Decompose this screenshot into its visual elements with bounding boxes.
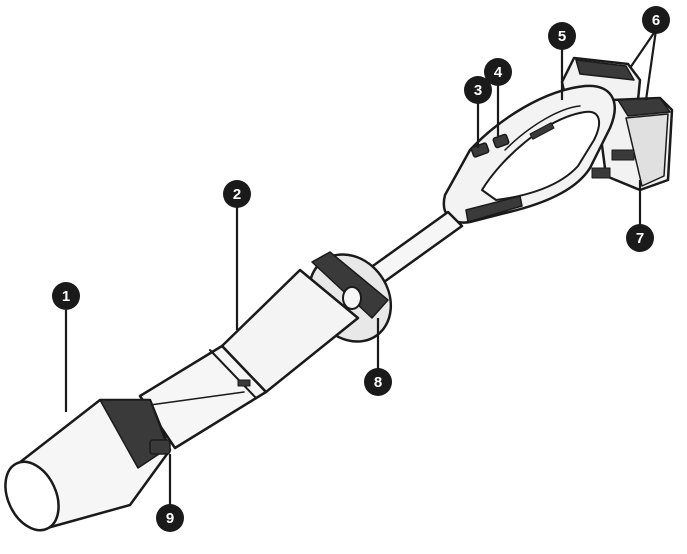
callout-label-3: 3: [474, 82, 482, 99]
handle: [442, 84, 616, 224]
callout-8: 8: [364, 368, 392, 396]
leader-6a: [629, 29, 657, 69]
callout-6: 6: [642, 6, 670, 34]
rear-tube: [368, 210, 464, 284]
callout-4: 4: [484, 58, 512, 86]
nozzle: [4, 398, 172, 532]
callout-7: 7: [626, 224, 654, 252]
callout-label-2: 2: [233, 186, 241, 203]
leader-lines: [64, 29, 658, 505]
callout-3: 3: [464, 76, 492, 104]
leader-6b: [644, 29, 658, 101]
callout-label-9: 9: [166, 510, 174, 527]
callout-label-6: 6: [652, 12, 660, 29]
callout-5: 5: [548, 22, 576, 50]
callout-label-1: 1: [62, 288, 70, 305]
nozzle-latch: [149, 439, 171, 455]
callout-2: 2: [223, 180, 251, 208]
speed-switch: [492, 133, 510, 149]
callout-1: 1: [52, 282, 80, 310]
callout-label-7: 7: [636, 230, 644, 247]
blower-tube: [138, 268, 360, 450]
callout-label-4: 4: [494, 64, 503, 81]
callout-label-8: 8: [374, 374, 382, 391]
callout-9: 9: [156, 504, 184, 532]
callout-label-5: 5: [558, 28, 566, 45]
